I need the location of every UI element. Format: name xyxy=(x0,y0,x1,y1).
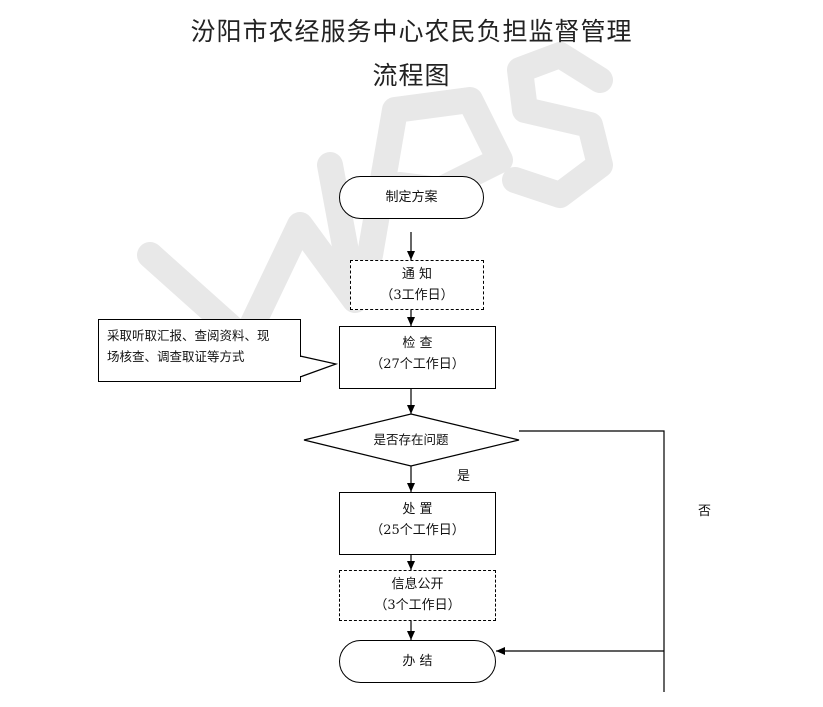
node-inspect: 检 查 （27个工作日） xyxy=(339,326,496,389)
node-decision-label: 是否存在问题 xyxy=(373,432,449,447)
method-callout-text: 采取听取汇报、查阅资料、现 场核查、调查取证等方式 xyxy=(107,325,297,367)
node-handle-duration: （25个工作日） xyxy=(370,523,465,538)
node-inspect-label: 检 查 xyxy=(402,336,433,351)
callout-line-1: 采取听取汇报、查阅资料、现 xyxy=(107,328,270,343)
callout-line-2: 场核查、调查取证等方式 xyxy=(107,349,245,364)
node-handle-label: 处 置 xyxy=(402,502,433,517)
decision-diamond xyxy=(303,413,520,467)
node-end-label: 办 结 xyxy=(402,654,433,669)
node-publicize-label: 信息公开 xyxy=(391,577,444,592)
edge-decision-no-to-end xyxy=(519,430,665,692)
diagram-title: 汾阳市农经服务中心农民负担监督管理 xyxy=(190,17,633,46)
callout-pointer xyxy=(299,355,339,378)
node-notify-label: 通 知 xyxy=(401,267,433,282)
node-publicize: 信息公开 （3个工作日） xyxy=(339,570,496,621)
node-publicize-duration: （3个工作日） xyxy=(374,598,461,613)
node-inspect-duration: （27个工作日） xyxy=(370,357,465,372)
node-notify: 通 知 （3工作日） xyxy=(350,260,484,310)
node-handle: 处 置 （25个工作日） xyxy=(339,492,496,555)
node-start: 制定方案 xyxy=(339,176,484,219)
node-start-label: 制定方案 xyxy=(385,190,438,205)
no-label: 否 xyxy=(698,504,712,519)
yes-label: 是 xyxy=(457,469,471,484)
method-callout xyxy=(98,319,301,382)
node-notify-duration: （3工作日） xyxy=(380,288,454,303)
diagram-subtitle: 流程图 xyxy=(372,61,451,90)
node-end: 办 结 xyxy=(339,640,496,683)
